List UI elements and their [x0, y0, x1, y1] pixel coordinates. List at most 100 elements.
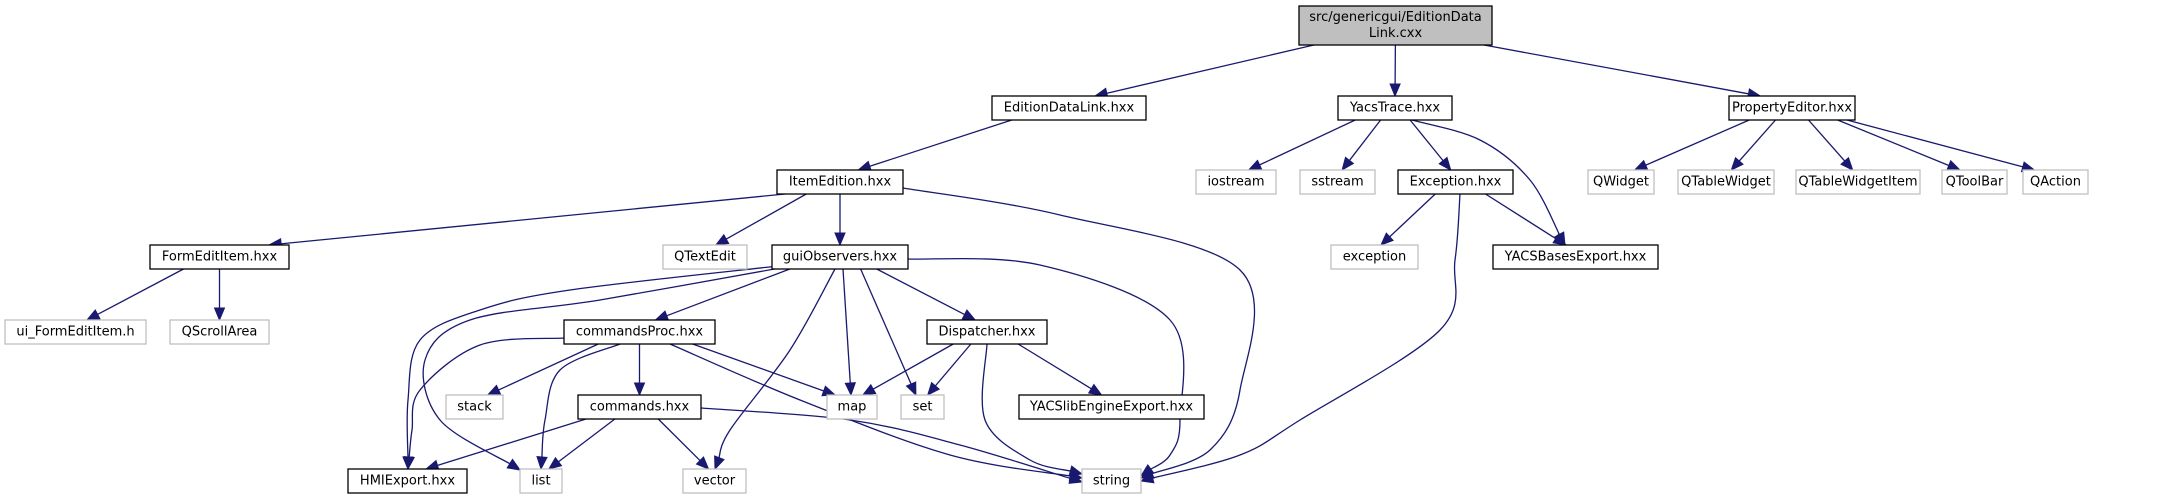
- node-label: PropertyEditor.hxx: [1732, 101, 1852, 116]
- edge-guiObservers_hxx-to-string: [907, 257, 1185, 471]
- edge-ItemEdition_hxx-to-FormEditItem_hxx: [279, 193, 786, 245]
- node-set: set: [900, 394, 945, 420]
- node-qaction: QAction: [2022, 169, 2089, 195]
- node-qscrollarea: QScrollArea: [169, 319, 270, 345]
- arrowhead-icon: [536, 456, 548, 471]
- arrowhead-icon: [961, 309, 977, 321]
- node-box: [1330, 244, 1419, 270]
- node-iostream: iostream: [1195, 169, 1277, 195]
- arrowhead-icon: [821, 385, 837, 397]
- arrowhead-icon: [834, 232, 846, 247]
- edge-commands_hxx-to-vector: [657, 418, 702, 463]
- node-yacstrace-hxx[interactable]: YacsTrace.hxx: [1337, 95, 1453, 121]
- node-box: [519, 468, 563, 494]
- node-box: [577, 394, 702, 420]
- node-itemedition-hxx[interactable]: ItemEdition.hxx: [776, 169, 904, 195]
- node-label: Exception.hxx: [1410, 175, 1502, 190]
- node-label: Link.cxx: [1369, 26, 1423, 41]
- node-guiobservers-hxx[interactable]: guiObservers.hxx: [771, 244, 909, 270]
- node-yacsbasesexport-hxx[interactable]: YACSBasesExport.hxx: [1492, 244, 1659, 270]
- edge-EditionDataLink_hxx-to-ItemEdition_hxx: [867, 119, 1012, 168]
- node-commands-hxx[interactable]: commands.hxx: [577, 394, 702, 420]
- node-yacslibengineexport-hxx[interactable]: YACSlibEngineExport.hxx: [1018, 394, 1205, 420]
- edge-ItemEdition_hxx-to-QTextEdit: [724, 193, 807, 241]
- edge-PropertyEditor_hxx-to-QToolBar: [1837, 119, 1951, 167]
- node-box: [2022, 169, 2089, 195]
- arrowhead-icon: [695, 456, 710, 470]
- node-box: [1728, 95, 1856, 121]
- arrowhead-icon: [213, 307, 226, 322]
- arrowhead-icon: [85, 309, 101, 321]
- node-commandsproc-hxx[interactable]: commandsProc.hxx: [563, 319, 716, 345]
- node-label: commandsProc.hxx: [576, 325, 703, 340]
- node-exception: exception: [1330, 244, 1419, 270]
- node-propertyeditor-hxx[interactable]: PropertyEditor.hxx: [1728, 95, 1856, 121]
- node-box: [1397, 169, 1514, 195]
- node-box: [1081, 468, 1142, 494]
- node-qtoolbar: QToolBar: [1941, 169, 2008, 195]
- edge-commandsProc_hxx-to-string: [669, 343, 1073, 477]
- edges-layer: [85, 44, 2036, 484]
- arrowhead-icon: [1730, 156, 1744, 171]
- node-label: QTextEdit: [674, 250, 736, 265]
- node-box: [1337, 95, 1453, 121]
- node-label: QAction: [2030, 175, 2081, 190]
- node-label: map: [838, 400, 867, 415]
- node-dispatcher-hxx[interactable]: Dispatcher.hxx: [926, 319, 1048, 345]
- node-box: [900, 394, 945, 420]
- node-formedititem-hxx[interactable]: FormEditItem.hxx: [149, 244, 290, 270]
- node-label: set: [913, 400, 933, 415]
- arrowhead-icon: [547, 456, 563, 470]
- node-list: list: [519, 468, 563, 494]
- node-label: YacsTrace.hxx: [1349, 101, 1441, 116]
- edge-Dispatcher_hxx-to-string: [981, 343, 1073, 473]
- node-box: [771, 244, 909, 270]
- node-label: vector: [694, 474, 736, 489]
- arrowhead-icon: [1946, 159, 1962, 171]
- node-qtextedit: QTextEdit: [662, 244, 748, 270]
- node-hmiexport-hxx[interactable]: HMIExport.hxx: [347, 468, 468, 494]
- arrowhead-icon: [905, 381, 917, 397]
- edge-Exception_hxx-to-YACSBasesExport_hxx: [1485, 193, 1558, 241]
- edge-commandsProc_hxx-to-map: [692, 343, 826, 393]
- node-label: QTableWidget: [1681, 175, 1771, 190]
- arrowhead-icon: [633, 382, 646, 397]
- node-label: QScrollArea: [182, 325, 258, 340]
- arrowhead-icon: [1438, 156, 1452, 172]
- arrowhead-icon: [1139, 472, 1155, 484]
- node-qtablewidget: QTableWidget: [1677, 169, 1775, 195]
- edge-commands_hxx-to-list: [556, 418, 616, 464]
- nodes-layer: src/genericgui/EditionDataLink.cxxEditio…: [4, 5, 2089, 494]
- node-ui-formedititem-h: ui_FormEditItem.h: [4, 319, 147, 345]
- arrowhead-icon: [844, 382, 857, 397]
- arrowhead-icon: [654, 310, 670, 321]
- arrowhead-icon: [861, 383, 877, 396]
- node-box: [1492, 244, 1659, 270]
- node-box: [1195, 169, 1277, 195]
- edge-Exception_hxx-to-exception: [1387, 193, 1436, 239]
- node-label: QWidget: [1593, 175, 1649, 190]
- node-label: QTableWidgetItem: [1798, 175, 1917, 190]
- arrowhead-icon: [926, 381, 941, 396]
- node-map: map: [826, 394, 878, 420]
- node-editiondatalink-hxx[interactable]: EditionDataLink.hxx: [991, 95, 1147, 121]
- node-root[interactable]: src/genericgui/EditionDataLink.cxx: [1298, 5, 1493, 46]
- node-label: sstream: [1311, 175, 1363, 190]
- node-label: list: [531, 474, 550, 489]
- arrowhead-icon: [1247, 159, 1263, 171]
- node-qtablewidgetitem: QTableWidgetItem: [1795, 169, 1921, 195]
- node-label: src/genericgui/EditionData: [1309, 10, 1481, 25]
- arrowhead-icon: [1380, 232, 1394, 246]
- node-box: [682, 468, 747, 494]
- edge-PropertyEditor_hxx-to-QTableWidget: [1737, 119, 1776, 163]
- node-label: guiObservers.hxx: [783, 250, 898, 265]
- edge-Dispatcher_hxx-to-set: [933, 343, 972, 388]
- node-box: [1587, 169, 1655, 195]
- node-vector: vector: [682, 468, 747, 494]
- node-label: stack: [457, 400, 492, 415]
- edge-guiObservers_hxx-to-set: [860, 268, 913, 387]
- arrowhead-icon: [1389, 83, 1401, 98]
- node-exception-hxx[interactable]: Exception.hxx: [1397, 169, 1514, 195]
- edge-guiObservers_hxx-to-vector: [717, 268, 836, 460]
